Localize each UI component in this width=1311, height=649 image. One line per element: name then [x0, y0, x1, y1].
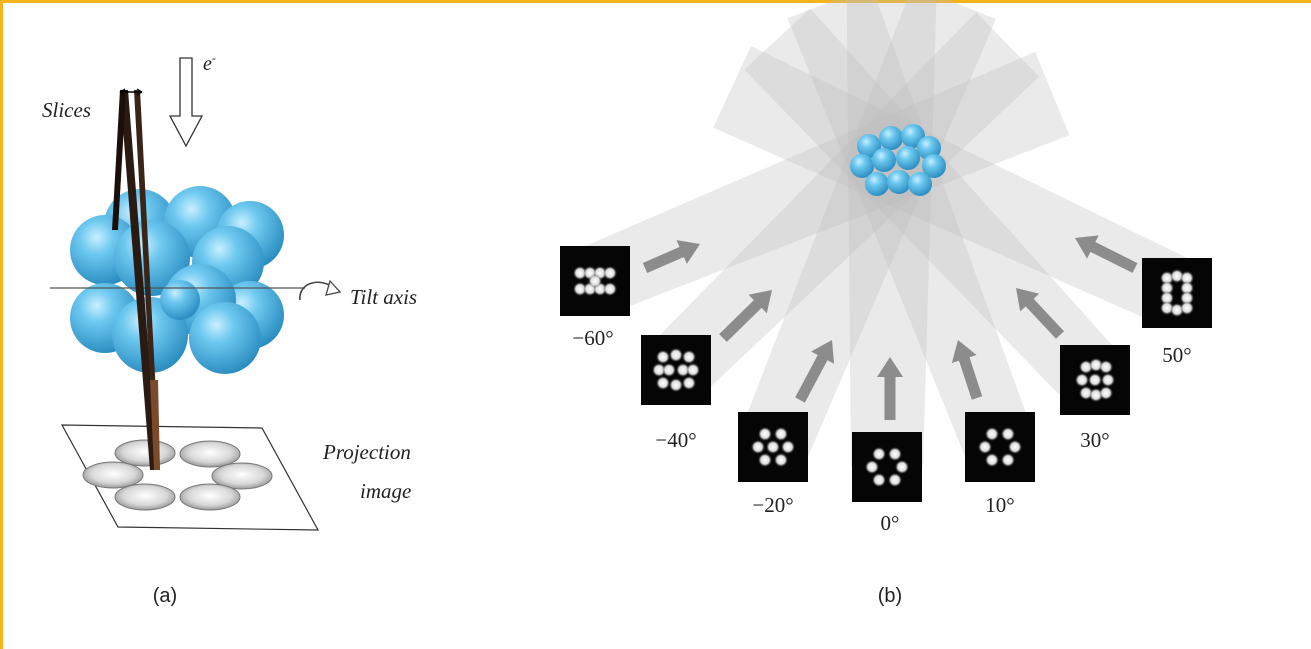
- atom-column-spot: [751, 440, 765, 454]
- atom-column-spot: [888, 473, 902, 487]
- atom-column-spot: [682, 350, 696, 364]
- view-arrow: [1075, 235, 1138, 273]
- atom-column-spot: [985, 453, 999, 467]
- atom-column-spot: [978, 440, 992, 454]
- nanoparticle: [850, 124, 946, 196]
- projection-blobs: [82, 439, 273, 511]
- atom-column-spot: [1180, 281, 1194, 295]
- atom-column-spot: [766, 440, 780, 454]
- slices-label: Slices: [42, 98, 91, 122]
- view-arrow: [951, 340, 983, 400]
- projection-thumbnail: [641, 335, 711, 405]
- atom-column-spot: [1180, 301, 1194, 315]
- projection-label-line1: Projection: [322, 440, 411, 464]
- projection-thumbnails: −60° −40° −20° 0° 10° 30° 50°: [560, 246, 1212, 535]
- projection-beam: [581, 51, 1070, 315]
- view-arrow: [1016, 288, 1065, 339]
- tilt-angle-label: −60°: [572, 326, 613, 350]
- atom-column-spot: [865, 460, 879, 474]
- atom-column-spot: [895, 460, 909, 474]
- projection-thumbnail: [965, 412, 1035, 482]
- panel-b: −60° −40° −20° 0° 10° 30° 50° (b): [560, 0, 1212, 607]
- atom-column-spot: [1160, 291, 1174, 305]
- atom-column-spot: [758, 453, 772, 467]
- atom-column-spot: [669, 378, 683, 392]
- atom-column-spot: [1099, 386, 1113, 400]
- atom-column-spot: [669, 348, 683, 362]
- view-arrow: [719, 290, 772, 342]
- projection-label-line2: image: [360, 479, 411, 503]
- tilt-angle-label: 10°: [985, 493, 1014, 517]
- beam-label: e-: [203, 51, 216, 75]
- atom-column-spot: [1099, 360, 1113, 374]
- atom-column-spot: [774, 427, 788, 441]
- tilt-angle-label: 30°: [1080, 428, 1109, 452]
- projection-thumbnail: [738, 412, 808, 482]
- tilt-axis-label: Tilt axis: [350, 285, 417, 309]
- atom-column-spot: [872, 473, 886, 487]
- atom-column-spot: [603, 282, 617, 296]
- projection-beam: [650, 12, 1040, 396]
- slices: [112, 88, 160, 470]
- panel-a: e- Slices Tilt axis Projection image (a): [42, 51, 417, 607]
- atom-column-spot: [985, 427, 999, 441]
- atom-column-spot: [682, 376, 696, 390]
- atom-column-spot: [1001, 453, 1015, 467]
- projection-thumbnail: [560, 246, 630, 316]
- atom-column-spot: [1008, 440, 1022, 454]
- atom-column-spot: [656, 350, 670, 364]
- atom-column-spot: [872, 447, 886, 461]
- view-arrows: [642, 235, 1138, 420]
- atom-column-spot: [573, 266, 587, 280]
- atom-column-spot: [603, 266, 617, 280]
- atom-column-spot: [1160, 281, 1174, 295]
- view-arrow: [795, 340, 835, 403]
- atom-column-spot: [1001, 427, 1015, 441]
- atom-column-spot: [1075, 373, 1089, 387]
- projection-thumbnail: [1142, 258, 1212, 328]
- view-arrow: [877, 357, 903, 420]
- atom-column-spot: [781, 440, 795, 454]
- tilt-angle-label: 0°: [881, 511, 900, 535]
- projection-beam: [846, 0, 937, 468]
- projection-beam: [787, 0, 1034, 460]
- tilt-angle-label: 50°: [1162, 343, 1191, 367]
- tilt-angle-label: −20°: [752, 493, 793, 517]
- atom-column-spot: [1180, 291, 1194, 305]
- projection-thumbnail: [852, 432, 922, 502]
- atom-column-spot: [656, 376, 670, 390]
- view-arrow: [642, 240, 700, 274]
- atom-column-spot: [1088, 373, 1102, 387]
- atom-column-spot: [662, 363, 676, 377]
- atom-column-spot: [758, 427, 772, 441]
- atom-column-spot: [652, 363, 666, 377]
- projection-beam: [713, 46, 1193, 326]
- atom-column-spot: [588, 274, 602, 288]
- electron-beam-arrow: [168, 57, 204, 148]
- projection-beams: [581, 0, 1193, 468]
- atom-column-spot: [686, 363, 700, 377]
- atom-cluster: [70, 186, 284, 374]
- projection-thumbnail: [1060, 345, 1130, 415]
- atom-column-spot: [573, 282, 587, 296]
- caption-a: (a): [153, 585, 177, 607]
- atom-column-spot: [1180, 271, 1194, 285]
- tilt-angle-label: −40°: [655, 428, 696, 452]
- projection-beam: [739, 0, 997, 461]
- atom-column-spot: [774, 453, 788, 467]
- atom-column-spot: [888, 447, 902, 461]
- atom-column-spot: [676, 363, 690, 377]
- caption-b: (b): [878, 585, 902, 607]
- atom-column-spot: [1101, 373, 1115, 387]
